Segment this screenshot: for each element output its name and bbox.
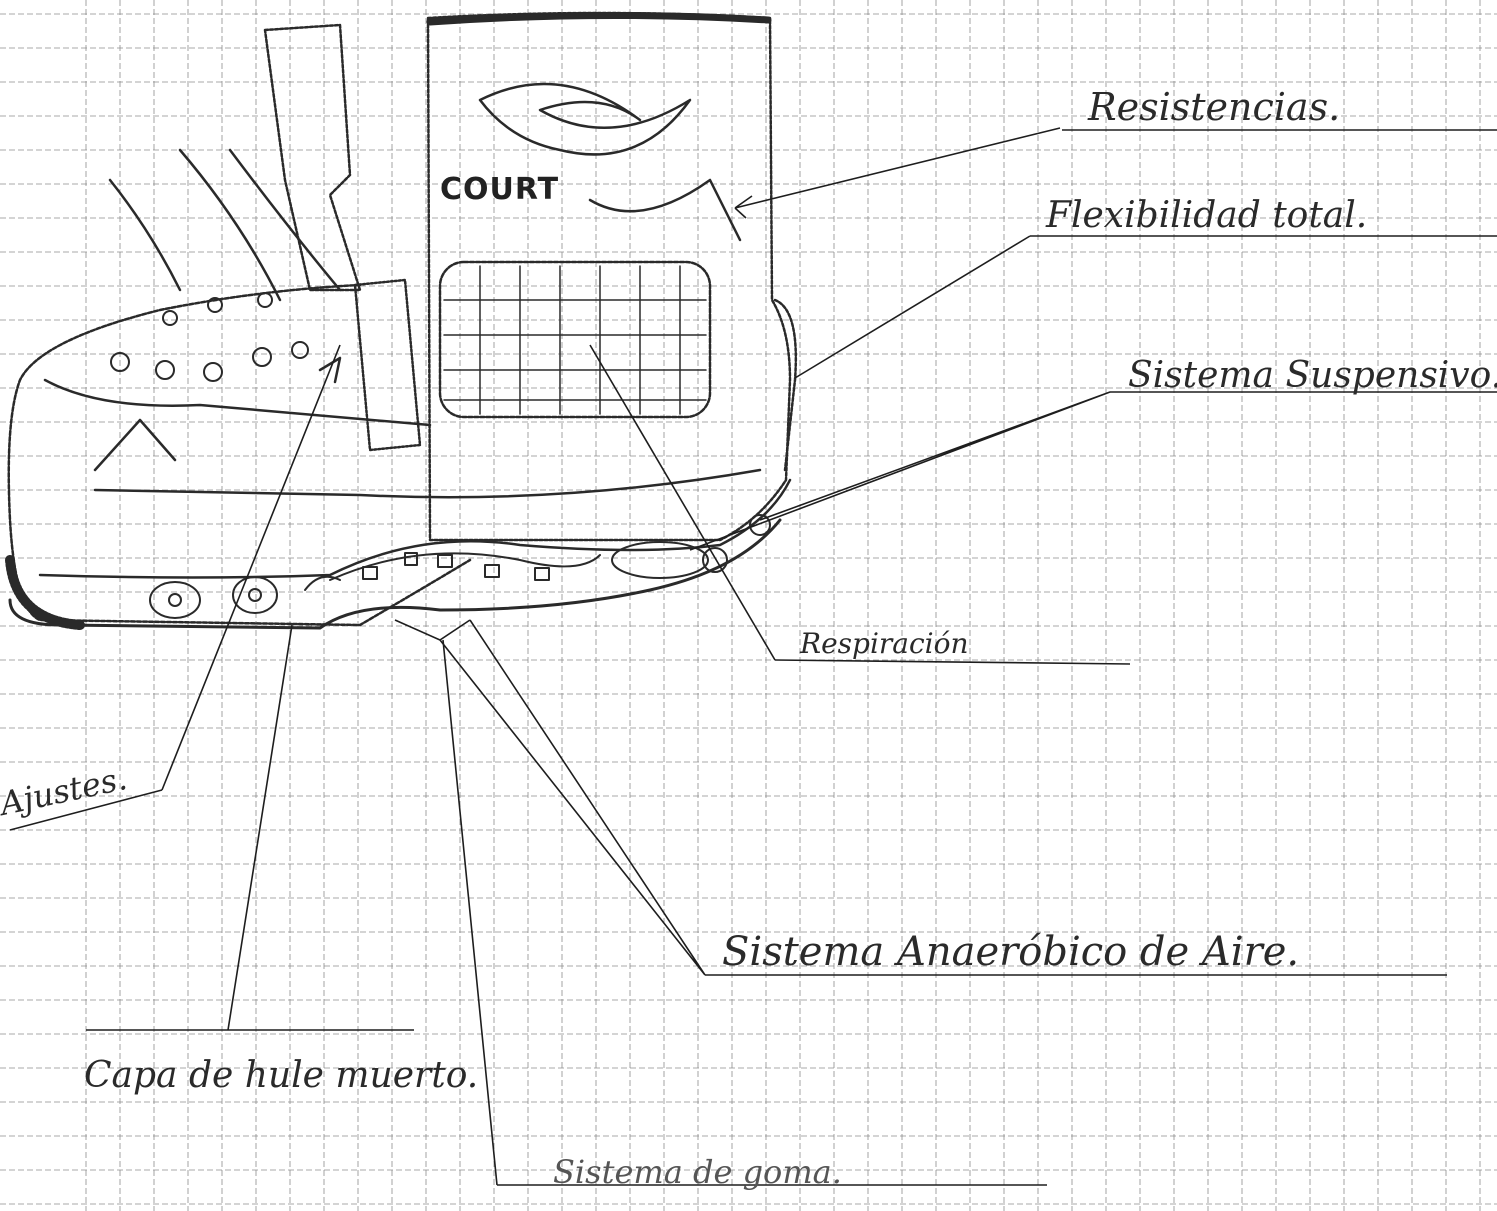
shoe-midsole — [38, 478, 792, 579]
label-sistema-suspensivo: Sistema Suspensivo. — [1128, 355, 1497, 396]
leader-resistencias — [734, 127, 1061, 219]
leader-anaerobico — [394, 619, 706, 976]
leader-flexibilidad — [794, 235, 1031, 379]
leader-suspensivo — [689, 391, 1111, 551]
label-sistema-anaerobico: Sistema Anaeróbico de Aire. — [722, 929, 1300, 975]
label-sistema-goma: Sistema de goma. — [553, 1153, 842, 1191]
leader-lines — [9, 127, 1497, 1186]
shoe-collar-top — [426, 11, 772, 26]
shoe-vamp-line — [93, 468, 762, 499]
shoe-inner-arrow — [318, 356, 342, 384]
leader-ajustes — [161, 344, 341, 791]
shoe-toe-bumper — [5, 555, 85, 630]
shoe-heel-ribs — [773, 298, 798, 472]
shoe-sketch — [5, 11, 798, 630]
shoe-mesh-window — [438, 260, 712, 419]
shoe-logo-curve — [588, 178, 742, 242]
shoe-logo-swoosh — [478, 82, 692, 156]
shoe-eyelets — [110, 292, 309, 382]
shoe-lace-1 — [108, 178, 182, 292]
underline-ajustes — [9, 789, 163, 831]
leader-capa — [227, 624, 293, 1031]
shoe-brand-text: COURT — [440, 172, 560, 207]
label-respiracion: Respiración — [800, 627, 969, 660]
shoe-lace-2 — [178, 148, 282, 302]
leader-respiracion — [589, 344, 776, 661]
shoe-mesh-lines — [443, 265, 707, 415]
label-resistencias: Resistencias. — [1088, 85, 1341, 129]
shoe-triangle — [93, 418, 177, 472]
shoe-upper — [7, 283, 472, 627]
label-capa-hule: Capa de hule muerto. — [84, 1055, 479, 1096]
shoe-tongue — [263, 23, 362, 292]
shoe-toe-cap — [43, 378, 432, 427]
shoe-lace-3 — [228, 148, 342, 292]
underline-respiracion — [774, 659, 1131, 665]
shoe-outsole — [8, 518, 782, 630]
leader-goma — [442, 639, 498, 1186]
shoe-air-pods — [149, 514, 771, 619]
label-flexibilidad: Flexibilidad total. — [1046, 195, 1368, 236]
shoe-strap — [353, 278, 422, 452]
shoe-heel-panel — [426, 11, 792, 542]
